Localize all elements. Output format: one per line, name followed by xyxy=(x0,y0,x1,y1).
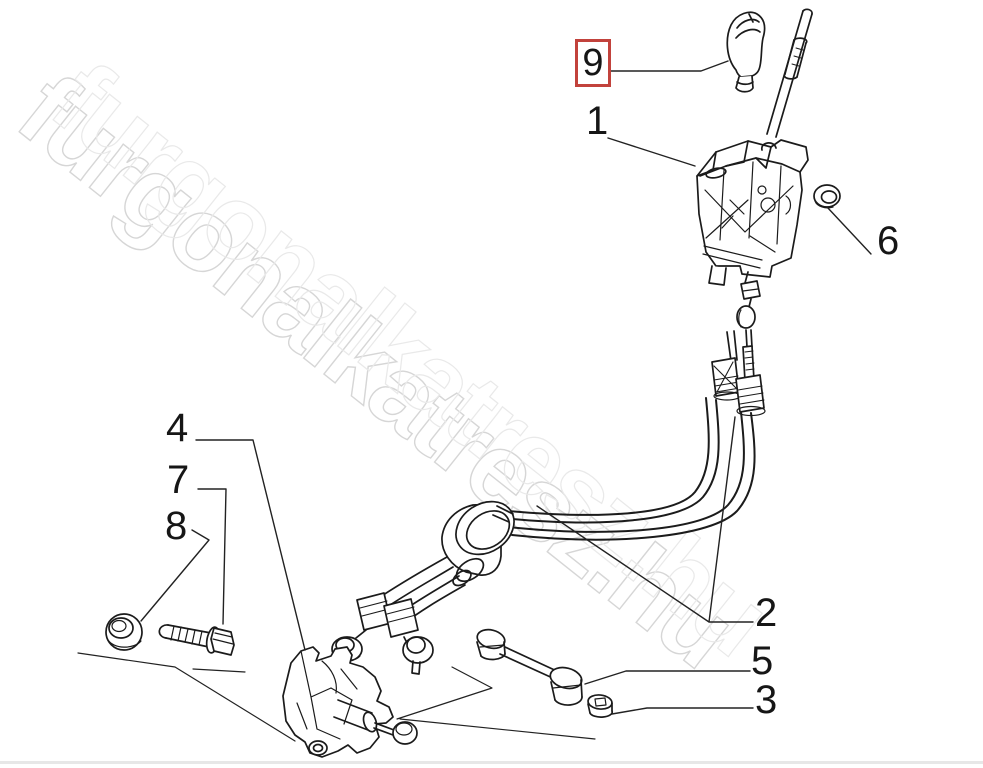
small-cap xyxy=(587,694,614,718)
part-label-7: 7 xyxy=(167,458,190,502)
leader-9 xyxy=(609,60,729,72)
part-label-5: 5 xyxy=(751,639,774,683)
pointer-wedge-left xyxy=(77,652,296,742)
part-label-3: 3 xyxy=(755,678,778,722)
bottom-edge-strip xyxy=(0,761,983,764)
leader-5 xyxy=(584,670,751,685)
leader-1 xyxy=(607,137,696,167)
leader-4 xyxy=(195,439,306,651)
part-label-9: 9 xyxy=(575,39,611,87)
part-label-2: 2 xyxy=(755,591,778,635)
shifter-housing xyxy=(696,139,809,286)
gear-cables xyxy=(497,397,756,541)
gear-knob xyxy=(726,11,766,93)
leader-3 xyxy=(611,707,754,715)
leader-7 xyxy=(197,488,227,625)
shift-lever-rod xyxy=(766,8,813,138)
pointer-wedge-right xyxy=(396,666,596,740)
nut-cap xyxy=(105,613,143,651)
part-label-4: 4 xyxy=(166,406,189,450)
cable-ball-joint xyxy=(726,271,761,362)
support-bracket xyxy=(282,646,418,758)
part-label-6: 6 xyxy=(877,219,900,263)
cable-fittings xyxy=(711,345,766,417)
leader-2 xyxy=(536,416,754,623)
link-rod xyxy=(476,628,583,706)
part-label-8: 8 xyxy=(165,504,188,548)
leader-6 xyxy=(826,206,872,255)
leader-8 xyxy=(140,529,210,622)
leader-lines xyxy=(77,60,872,742)
cable-grommet-bellows xyxy=(441,500,515,587)
mounting-bolt xyxy=(158,624,235,656)
part-label-1: 1 xyxy=(586,99,609,143)
